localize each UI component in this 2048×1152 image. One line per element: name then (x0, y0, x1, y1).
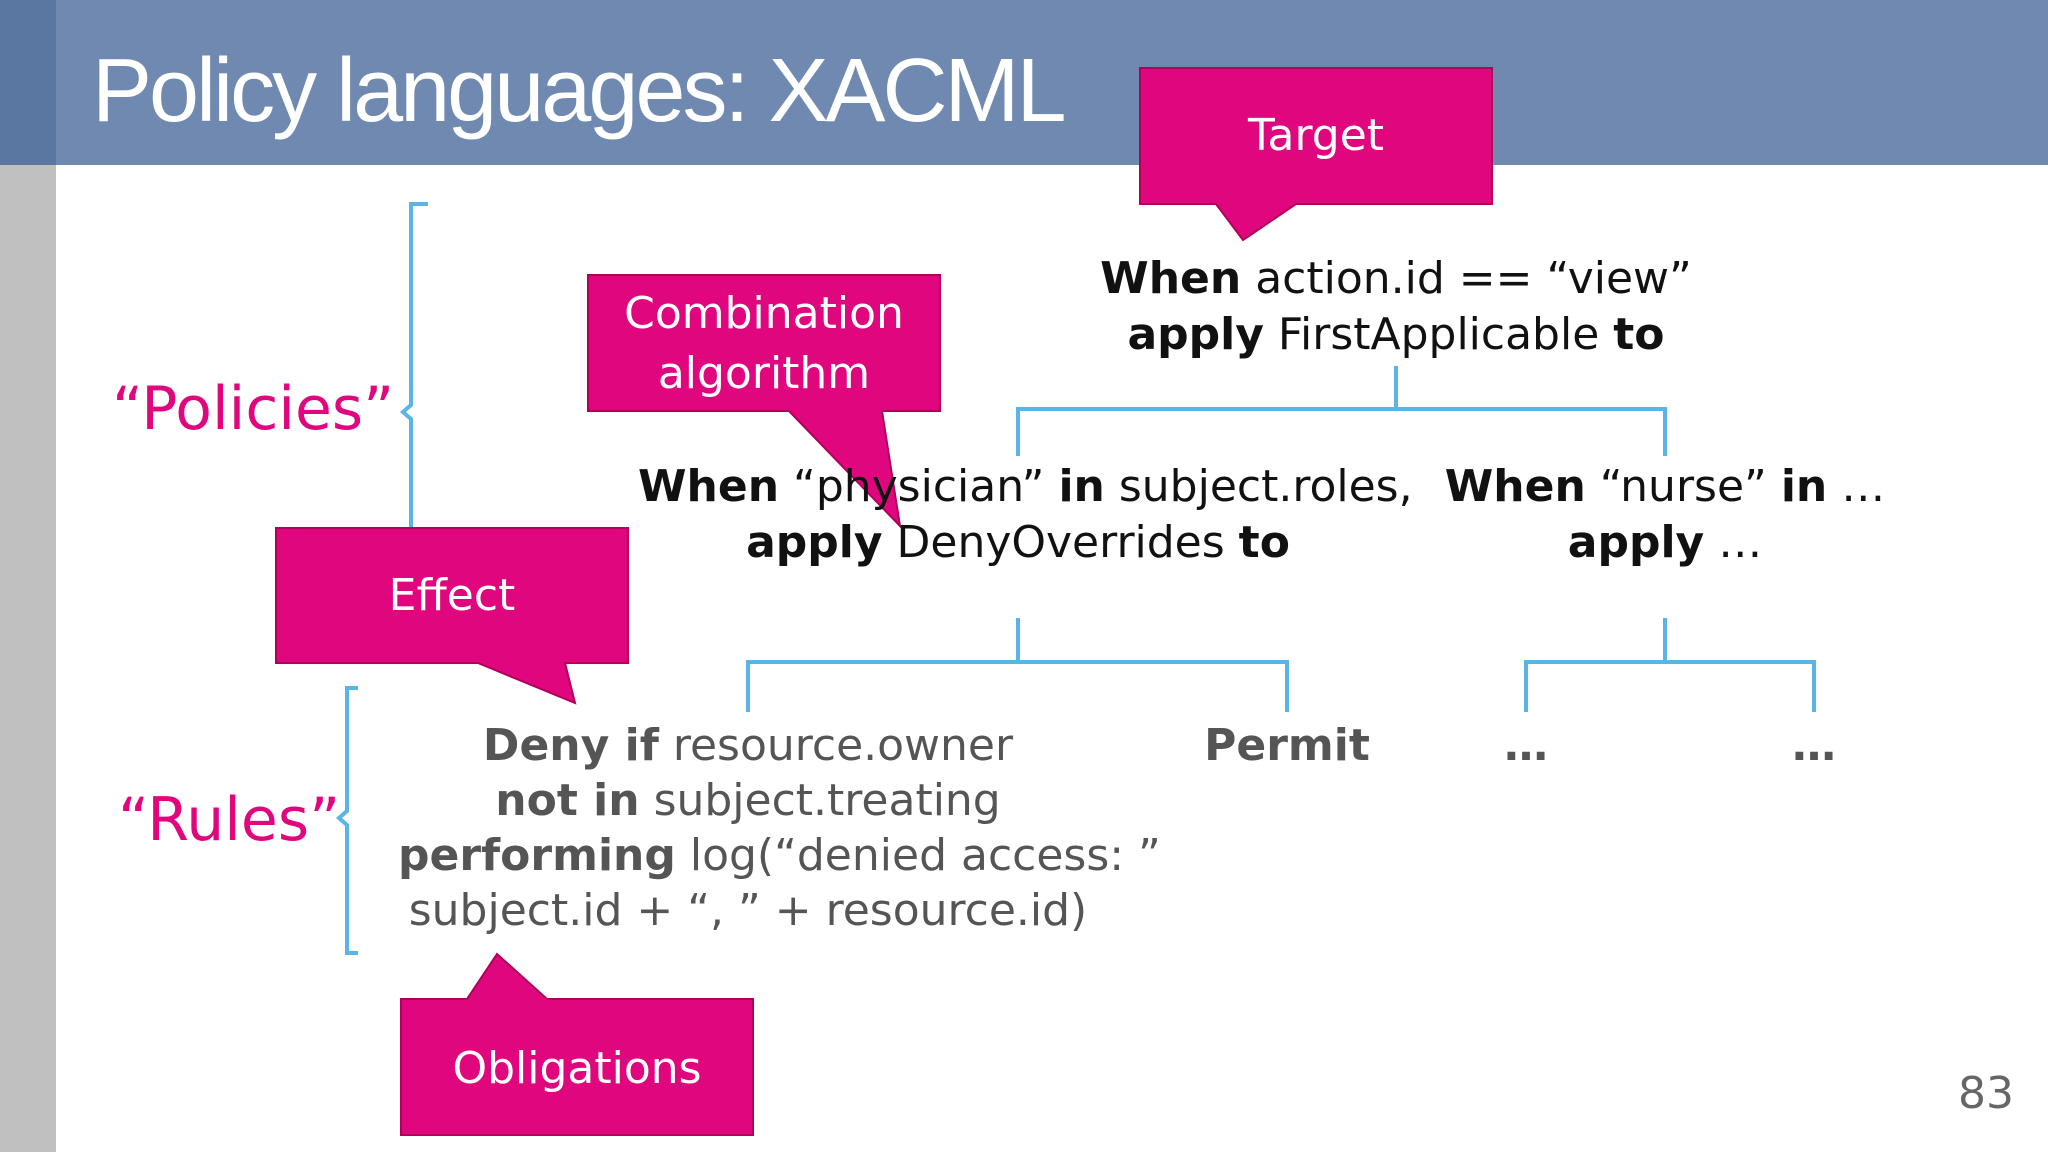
physician-connector (746, 618, 1289, 712)
root-apply: apply (1127, 309, 1264, 360)
root-to: to (1613, 309, 1665, 360)
physician-in: in (1058, 461, 1105, 512)
combination-callout (587, 274, 941, 529)
slide-left-bar (0, 0, 56, 1152)
slide-header (0, 0, 2048, 165)
slide-header-accent (0, 0, 56, 165)
nurse-cond-a: “nurse” (1585, 461, 1781, 512)
physician-policy: When “physician” in subject.roles, apply… (638, 459, 1413, 571)
nurse-apply: apply (1567, 517, 1705, 568)
policies-label: “Policies” (112, 374, 395, 444)
obligations-label: Obligations (452, 1043, 702, 1094)
effect-callout (275, 527, 629, 705)
physician-cond-b: subject.roles, (1104, 461, 1413, 512)
rule-deny-line1: resource.owner (658, 720, 1014, 771)
physician-apply: apply (746, 517, 883, 568)
policies-brace (399, 202, 428, 530)
rule-deny-if: Deny if (482, 720, 659, 771)
nurse-cond-b: … (1827, 461, 1886, 512)
nurse-when: When (1444, 461, 1586, 512)
root-condition: action.id == “view” (1241, 253, 1692, 304)
obligations-callout (400, 952, 754, 1136)
root-policy: When action.id == “view” apply FirstAppl… (1096, 251, 1696, 363)
rule-deny: Deny if resource.owner not in subject.tr… (398, 718, 1161, 938)
root-algorithm: FirstApplicable (1263, 309, 1614, 360)
root-connector (1016, 366, 1667, 456)
nurse-connector (1524, 618, 1816, 712)
combination-label-line2: algorithm (657, 348, 871, 399)
rule-nurse-2: … (1792, 720, 1836, 771)
target-label: Target (1247, 110, 1385, 161)
rule-permit: Permit (1204, 720, 1370, 771)
rules-label: “Rules” (118, 785, 341, 855)
nurse-in: in (1780, 461, 1828, 512)
page-number: 83 (1958, 1068, 2014, 1119)
rule-deny-line2: subject.treating (639, 775, 1001, 826)
physician-cond-a: “physician” (779, 461, 1059, 512)
physician-to: to (1238, 517, 1290, 568)
rule-deny-line4: subject.id + “, ” + resource.id) (408, 885, 1088, 936)
combination-label-line1: Combination (624, 288, 904, 339)
rule-performing: performing (398, 830, 676, 881)
nurse-rest: … (1704, 517, 1763, 568)
target-callout (1139, 67, 1493, 242)
rules-brace (335, 686, 358, 955)
rule-deny-line3: log(“denied access: ” (675, 830, 1161, 881)
slide-title: Policy languages: XACML (92, 41, 1067, 141)
rule-nurse-1: … (1504, 720, 1548, 771)
root-when: When (1100, 253, 1242, 304)
physician-algorithm: DenyOverrides (882, 517, 1239, 568)
nurse-policy: When “nurse” in … apply … (1415, 459, 1915, 571)
physician-when: When (638, 461, 780, 512)
rule-not-in: not in (495, 775, 640, 826)
effect-label: Effect (388, 570, 516, 621)
